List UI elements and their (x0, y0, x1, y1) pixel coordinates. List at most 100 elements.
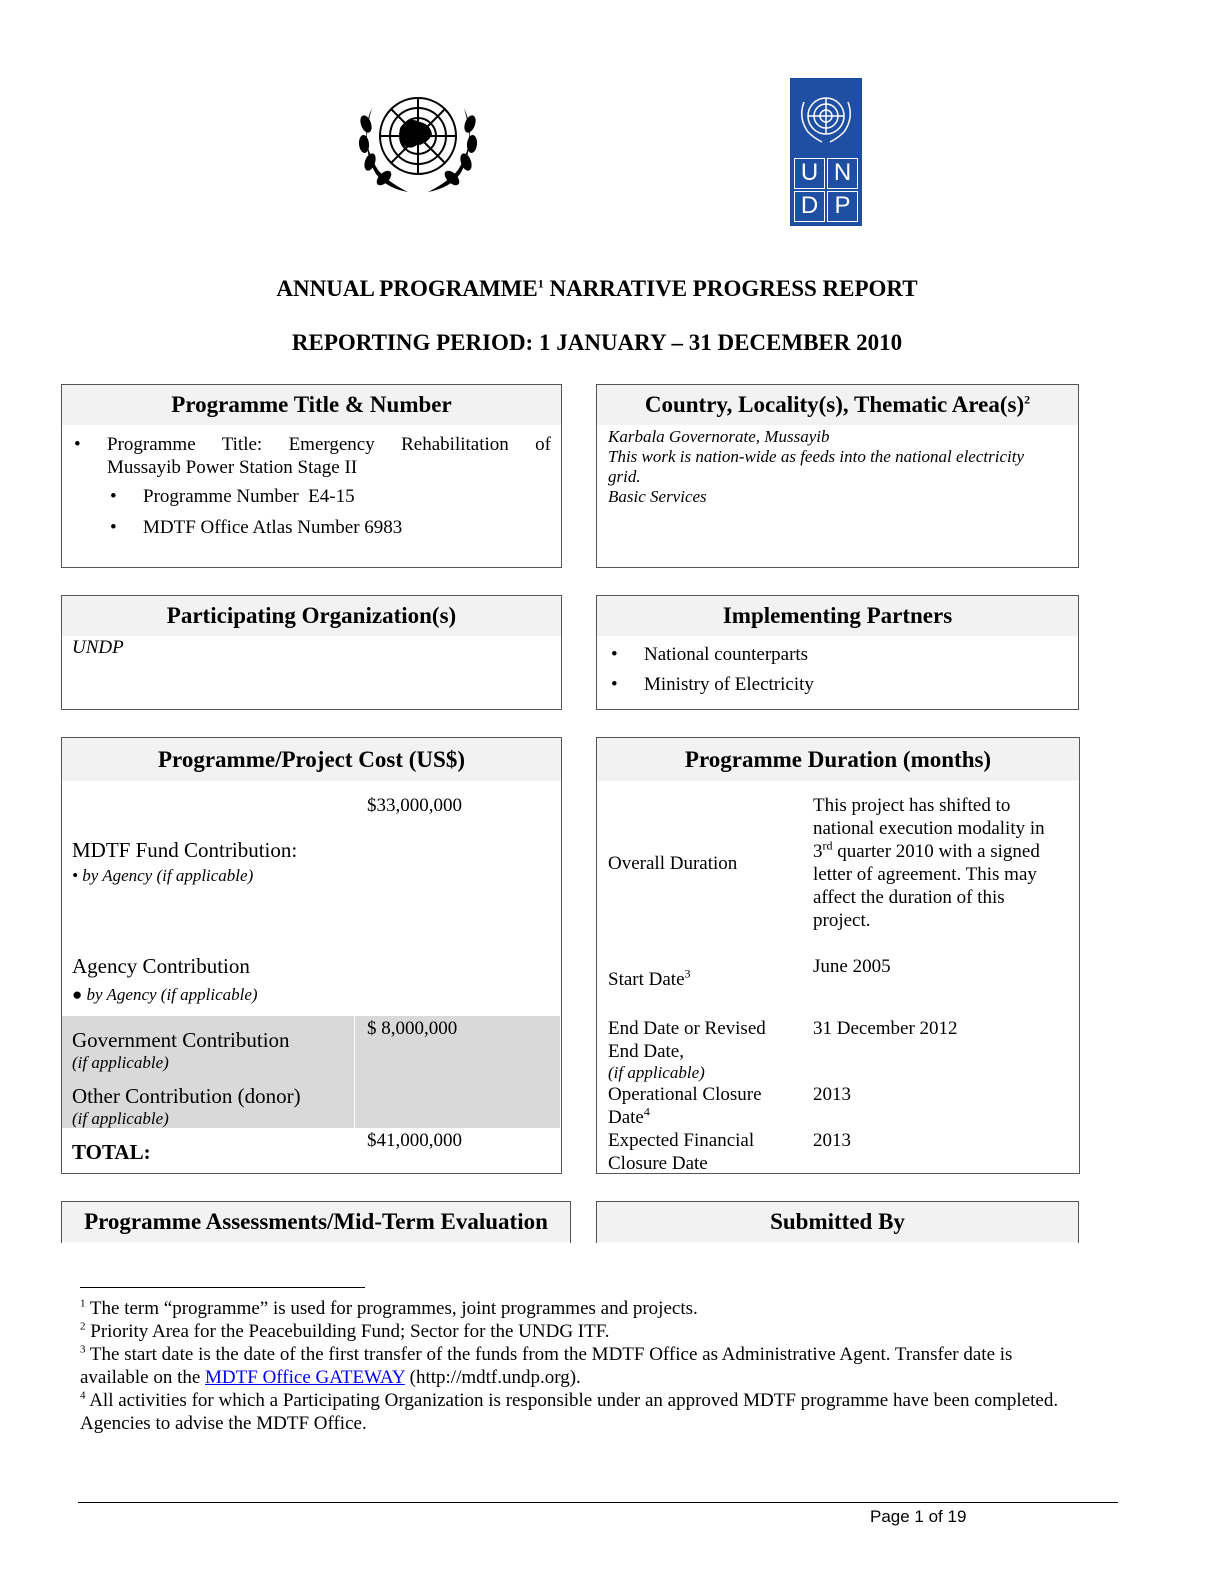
end-date-label-line: End Date, (608, 1041, 684, 1062)
programme-title-line1: Programme Title: Emergency Rehabilitatio… (107, 434, 551, 455)
start-date-footnote-ref[interactable]: 3 (684, 966, 691, 981)
report-title: ANNUAL PROGRAMME1 NARRATIVE PROGRESS REP… (0, 276, 1194, 302)
financial-closure-line: Closure Date (608, 1153, 708, 1174)
programme-cost-box: Programme/Project Cost (US$) $33,000,000… (61, 737, 562, 1174)
country-heading-footnote-ref[interactable]: 2 (1024, 392, 1031, 407)
footnote-3-number: 3 (80, 1343, 86, 1356)
footnote-4-number: 4 (80, 1389, 86, 1402)
gov-label: Government Contribution (72, 1028, 290, 1052)
assessments-heading: Programme Assessments/Mid-Term Evaluatio… (62, 1202, 570, 1242)
gov-sub: (if applicable) (72, 1053, 169, 1072)
implementing-item: Ministry of Electricity (611, 673, 814, 696)
participating-value: UNDP (72, 637, 124, 658)
country-line: Karbala Governorate, Mussayib (608, 427, 830, 446)
undp-letter-n: N (827, 158, 858, 189)
shaded-divider (354, 1016, 355, 1128)
footnote-2-text: Priority Area for the Peacebuilding Fund… (90, 1321, 610, 1342)
country-line: grid. (608, 467, 641, 486)
end-date-value: 31 December 2012 (813, 1018, 958, 1039)
end-date-label-line: End Date or Revised (608, 1018, 766, 1039)
footnote-1: 1 The term “programme” is used for progr… (80, 1297, 1140, 1320)
overall-duration-line: national execution modality in (813, 818, 1045, 839)
total-label: TOTAL: (72, 1140, 151, 1164)
overall-duration-line: letter of agreement. This may (813, 864, 1037, 885)
financial-closure-line: Expected Financial (608, 1130, 755, 1151)
footnote-3-text: The start date is the date of the first … (89, 1344, 1013, 1365)
submitted-by-box: Submitted By (596, 1201, 1079, 1243)
implementing-partners-box: Implementing Partners National counterpa… (596, 595, 1079, 710)
operational-closure-footnote-ref[interactable]: 4 (643, 1104, 650, 1119)
programme-title-item: Programme Title: Emergency Rehabilitatio… (74, 433, 551, 479)
overall-duration-text: quarter 2010 with a signed (837, 841, 1040, 862)
programme-title-heading: Programme Title & Number (62, 385, 561, 425)
mdtf-amount: $33,000,000 (367, 795, 462, 816)
agency-sub: ● by Agency (if applicable) (72, 985, 258, 1004)
footnote-1-text: The term “programme” is used for program… (89, 1298, 698, 1319)
overall-ordinal: 3 (813, 841, 823, 862)
overall-duration-line: 3rd quarter 2010 with a signed (813, 840, 1073, 863)
page-number: Page 1 of 19 (870, 1507, 967, 1526)
end-date-label-sub: (if applicable) (608, 1063, 705, 1082)
start-date-label-text: Start Date (608, 969, 685, 990)
undp-letter-u: U (794, 158, 825, 189)
country-heading: Country, Locality(s), Thematic Area(s)2 (597, 385, 1078, 425)
un-emblem-logo (350, 88, 486, 200)
report-title-part2: NARRATIVE PROGRESS REPORT (543, 276, 918, 301)
footnote-3-line2-post: (http://mdtf.undp.org). (404, 1367, 581, 1388)
footnote-2-number: 2 (80, 1320, 86, 1333)
other-label: Other Contribution (donor) (72, 1084, 301, 1108)
footnote-1-number: 1 (80, 1297, 86, 1310)
agency-label: Agency Contribution (72, 954, 250, 978)
programme-number-item: Programme Number E4-15 (110, 485, 355, 508)
total-amount: $41,000,000 (367, 1130, 462, 1151)
mdtf-sub-text: by Agency (if applicable) (82, 866, 254, 885)
programme-duration-box: Programme Duration (months) Overall Dura… (596, 737, 1080, 1174)
footnote-2: 2 Priority Area for the Peacebuilding Fu… (80, 1320, 1140, 1343)
country-details: Karbala Governorate, Mussayib This work … (608, 427, 1073, 507)
footnote-4-line2: Agencies to advise the MDTF Office. (80, 1413, 367, 1434)
footnote-3: 3 The start date is the date of the firs… (80, 1343, 1140, 1389)
implementing-heading: Implementing Partners (597, 596, 1078, 636)
report-title-part1: ANNUAL PROGRAMME (276, 276, 538, 301)
overall-duration-line: This project has shifted to (813, 795, 1011, 816)
other-sub: (if applicable) (72, 1109, 169, 1128)
undp-letter-p: P (827, 191, 858, 222)
country-locality-box: Country, Locality(s), Thematic Area(s)2 … (596, 384, 1079, 568)
country-line: Basic Services (608, 487, 707, 506)
submitted-heading: Submitted By (597, 1202, 1078, 1242)
gov-other-shaded-area (62, 1016, 560, 1128)
footnote-4: 4 All activities for which a Participati… (80, 1389, 1140, 1435)
start-date-label: Start Date3 (608, 968, 691, 991)
country-line: This work is nation-wide as feeds into t… (608, 447, 1024, 466)
footer-rule (78, 1502, 1118, 1503)
operational-closure-date-text: Date (608, 1107, 644, 1128)
end-date-label: End Date or Revised End Date, (if applic… (608, 1017, 766, 1083)
overall-duration-line: affect the duration of this (813, 887, 1005, 908)
duration-heading: Programme Duration (months) (597, 738, 1079, 781)
agency-sub-text: by Agency (if applicable) (86, 985, 258, 1004)
atlas-number-item: MDTF Office Atlas Number 6983 (110, 516, 402, 539)
report-title-footnote-ref[interactable]: 1 (537, 276, 544, 291)
mdtf-gateway-link[interactable]: MDTF Office GATEWAY (205, 1367, 405, 1388)
reporting-period: REPORTING PERIOD: 1 JANUARY – 31 DECEMBE… (291, 330, 903, 355)
overall-duration-value: This project has shifted to national exe… (813, 794, 1073, 932)
participating-heading: Participating Organization(s) (62, 596, 561, 636)
overall-duration-line: project. (813, 910, 871, 931)
undp-logo: U N D P (790, 78, 862, 226)
mdtf-label: MDTF Fund Contribution: (72, 838, 298, 862)
implementing-item: National counterparts (611, 643, 808, 666)
participating-organization-box: Participating Organization(s) UNDP (61, 595, 562, 710)
footnote-3-line2-pre: available on the (80, 1367, 206, 1388)
cost-heading: Programme/Project Cost (US$) (62, 738, 561, 781)
gov-amount: $ 8,000,000 (367, 1018, 458, 1039)
overall-duration-label: Overall Duration (608, 853, 738, 874)
mdtf-sub: • by Agency (if applicable) (72, 866, 254, 885)
overall-ordinal-sup: rd (822, 838, 833, 853)
operational-closure-line: Date4 (608, 1106, 762, 1129)
country-heading-text: Country, Locality(s), Thematic Area(s) (644, 392, 1025, 417)
undp-letter-d: D (794, 191, 825, 222)
start-date-value: June 2005 (813, 956, 891, 977)
programme-assessments-box: Programme Assessments/Mid-Term Evaluatio… (61, 1201, 571, 1243)
financial-closure-label: Expected Financial Closure Date (608, 1129, 754, 1175)
programme-title-box: Programme Title & Number Programme Title… (61, 384, 562, 568)
